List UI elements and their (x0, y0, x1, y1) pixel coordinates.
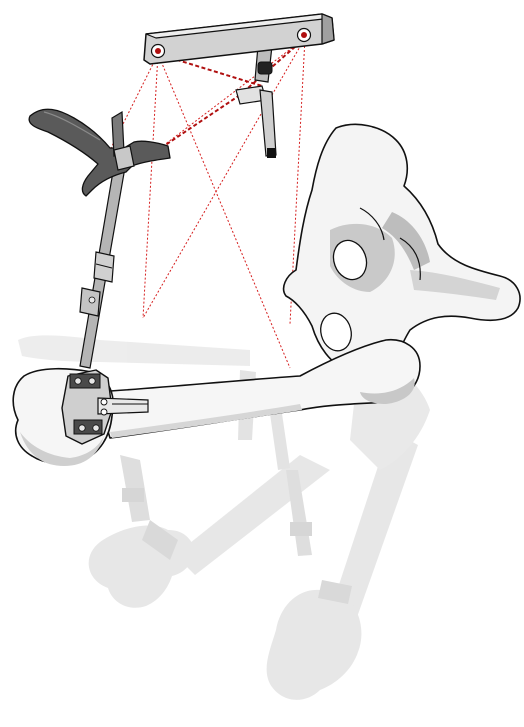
ghost-femur-lower-middle (267, 430, 418, 700)
left-camera-lens (152, 45, 165, 58)
optical-tracking-camera (144, 14, 334, 64)
tracker-reference-star (29, 109, 170, 196)
right-camera-lens (298, 29, 311, 42)
infrared-sight-lines (110, 38, 305, 368)
camera-mount (236, 46, 276, 158)
